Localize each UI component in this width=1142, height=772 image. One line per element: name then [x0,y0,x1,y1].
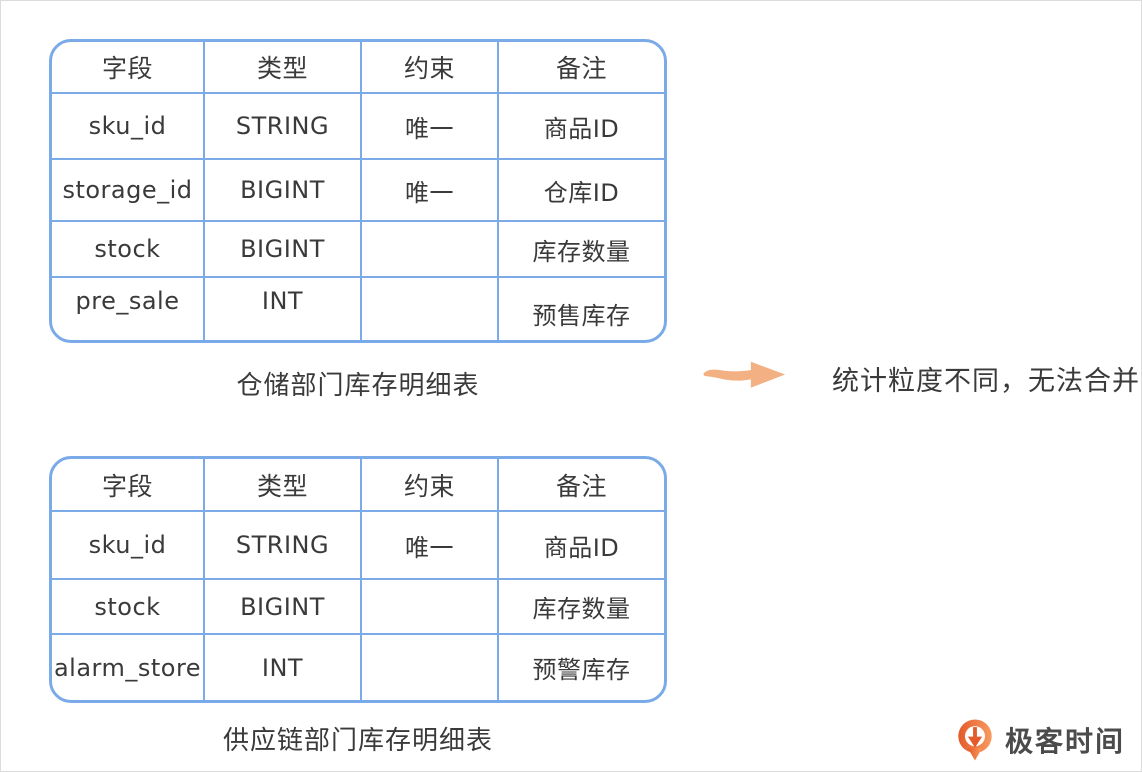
table-cell: 商品ID [499,94,664,160]
annotation-text: 统计粒度不同，无法合并 [832,366,1140,397]
table-cell [362,635,499,700]
table-cell: alarm_store [52,635,205,700]
table-cell: 预警库存 [532,656,631,684]
table-cell: STRING [205,512,362,580]
header-cell: 备注 [499,42,664,94]
header-cell: 类型 [205,459,362,512]
table-cell: stock [52,580,205,635]
header-cell: 约束 [362,459,499,512]
geektime-logo: 极客时间 [954,717,1125,763]
table-cell: stock [52,222,205,278]
table-cell: 唯一 [362,512,499,580]
table-cell: 商品ID [499,512,664,580]
geektime-logo-text: 极客时间 [1004,725,1125,758]
header-cell: 约束 [362,42,499,94]
right-arrow-icon [703,361,786,388]
header-cell: 备注 [499,459,664,512]
warehouse-table-caption: 仓储部门库存明细表 [236,371,480,401]
table-cell: BIGINT [205,580,362,635]
table-cell: INT [205,635,362,700]
table-cell: sku_id [52,94,205,160]
table-cell: INT [205,278,362,340]
table-cell: BIGINT [205,160,362,222]
table-cell [362,278,499,340]
header-cell: 类型 [205,42,362,94]
table-cell: 库存数量 [499,580,664,635]
table-cell: STRING [205,94,362,160]
table-cell: 唯一 [362,94,499,160]
table-cell: 库存数量 [499,222,664,278]
table-cell: 仓库ID [499,160,664,222]
table-cell: 唯一 [362,160,499,222]
table-cell: storage_id [52,160,205,222]
table-cell: pre_sale [52,278,205,340]
header-cell: 字段 [52,42,205,94]
table-cell [362,580,499,635]
table-cell: 预售库存 [532,302,631,330]
table-cell [362,222,499,278]
geektime-logo-icon [958,719,992,761]
supply-chain-table-caption: 供应链部门库存明细表 [222,726,493,756]
header-cell: 字段 [52,459,205,512]
table-cell: BIGINT [205,222,362,278]
table-cell: sku_id [52,512,205,580]
